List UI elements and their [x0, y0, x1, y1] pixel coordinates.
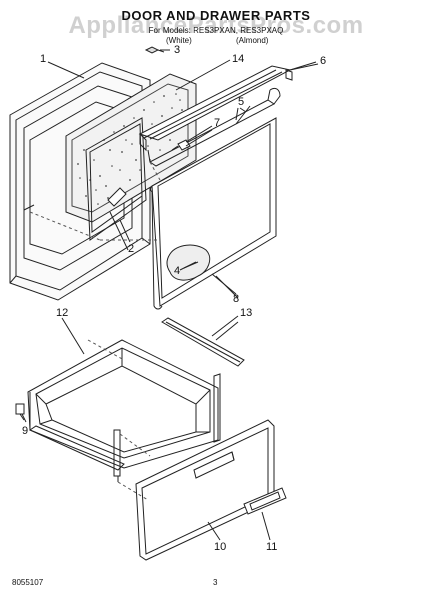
callout-1: 1	[40, 53, 47, 65]
callout-7: 7	[214, 117, 221, 129]
part-clip	[172, 130, 212, 150]
callout-14: 14	[232, 53, 245, 65]
callout-13: 13	[240, 307, 253, 319]
assembly-lines-drawer	[88, 340, 150, 500]
part-drawer-body	[28, 340, 220, 482]
callout-3: 3	[174, 44, 181, 56]
page-number: 3	[213, 578, 218, 587]
callout-12: 12	[56, 307, 69, 319]
part-door-trim	[148, 88, 280, 166]
callout-6: 6	[320, 55, 327, 67]
callout-9: 9	[22, 425, 29, 437]
callout-10: 10	[214, 541, 227, 553]
part-screw	[146, 47, 164, 53]
part-drawer-clip	[16, 404, 24, 420]
part-drawer-handle-insert	[244, 488, 286, 514]
page-title: DOOR AND DRAWER PARTS	[121, 8, 311, 23]
variant-white: (White)	[166, 36, 192, 45]
model-line: For Models: RES3PXAN, RES3PXAQ	[148, 26, 284, 35]
callout-2: 2	[128, 243, 135, 255]
document-number: 8055107	[12, 578, 44, 587]
leader-lines	[22, 50, 316, 540]
callout-11: 11	[266, 541, 278, 553]
callout-5: 5	[238, 96, 245, 108]
callout-4: 4	[174, 265, 181, 277]
assembly-lines-door	[30, 162, 160, 240]
part-inner-door-panel	[86, 118, 146, 250]
callout-8: 8	[233, 293, 240, 305]
part-insulation	[66, 74, 196, 222]
part-drawer-rail	[162, 318, 244, 366]
variant-almond: (Almond)	[236, 36, 269, 45]
